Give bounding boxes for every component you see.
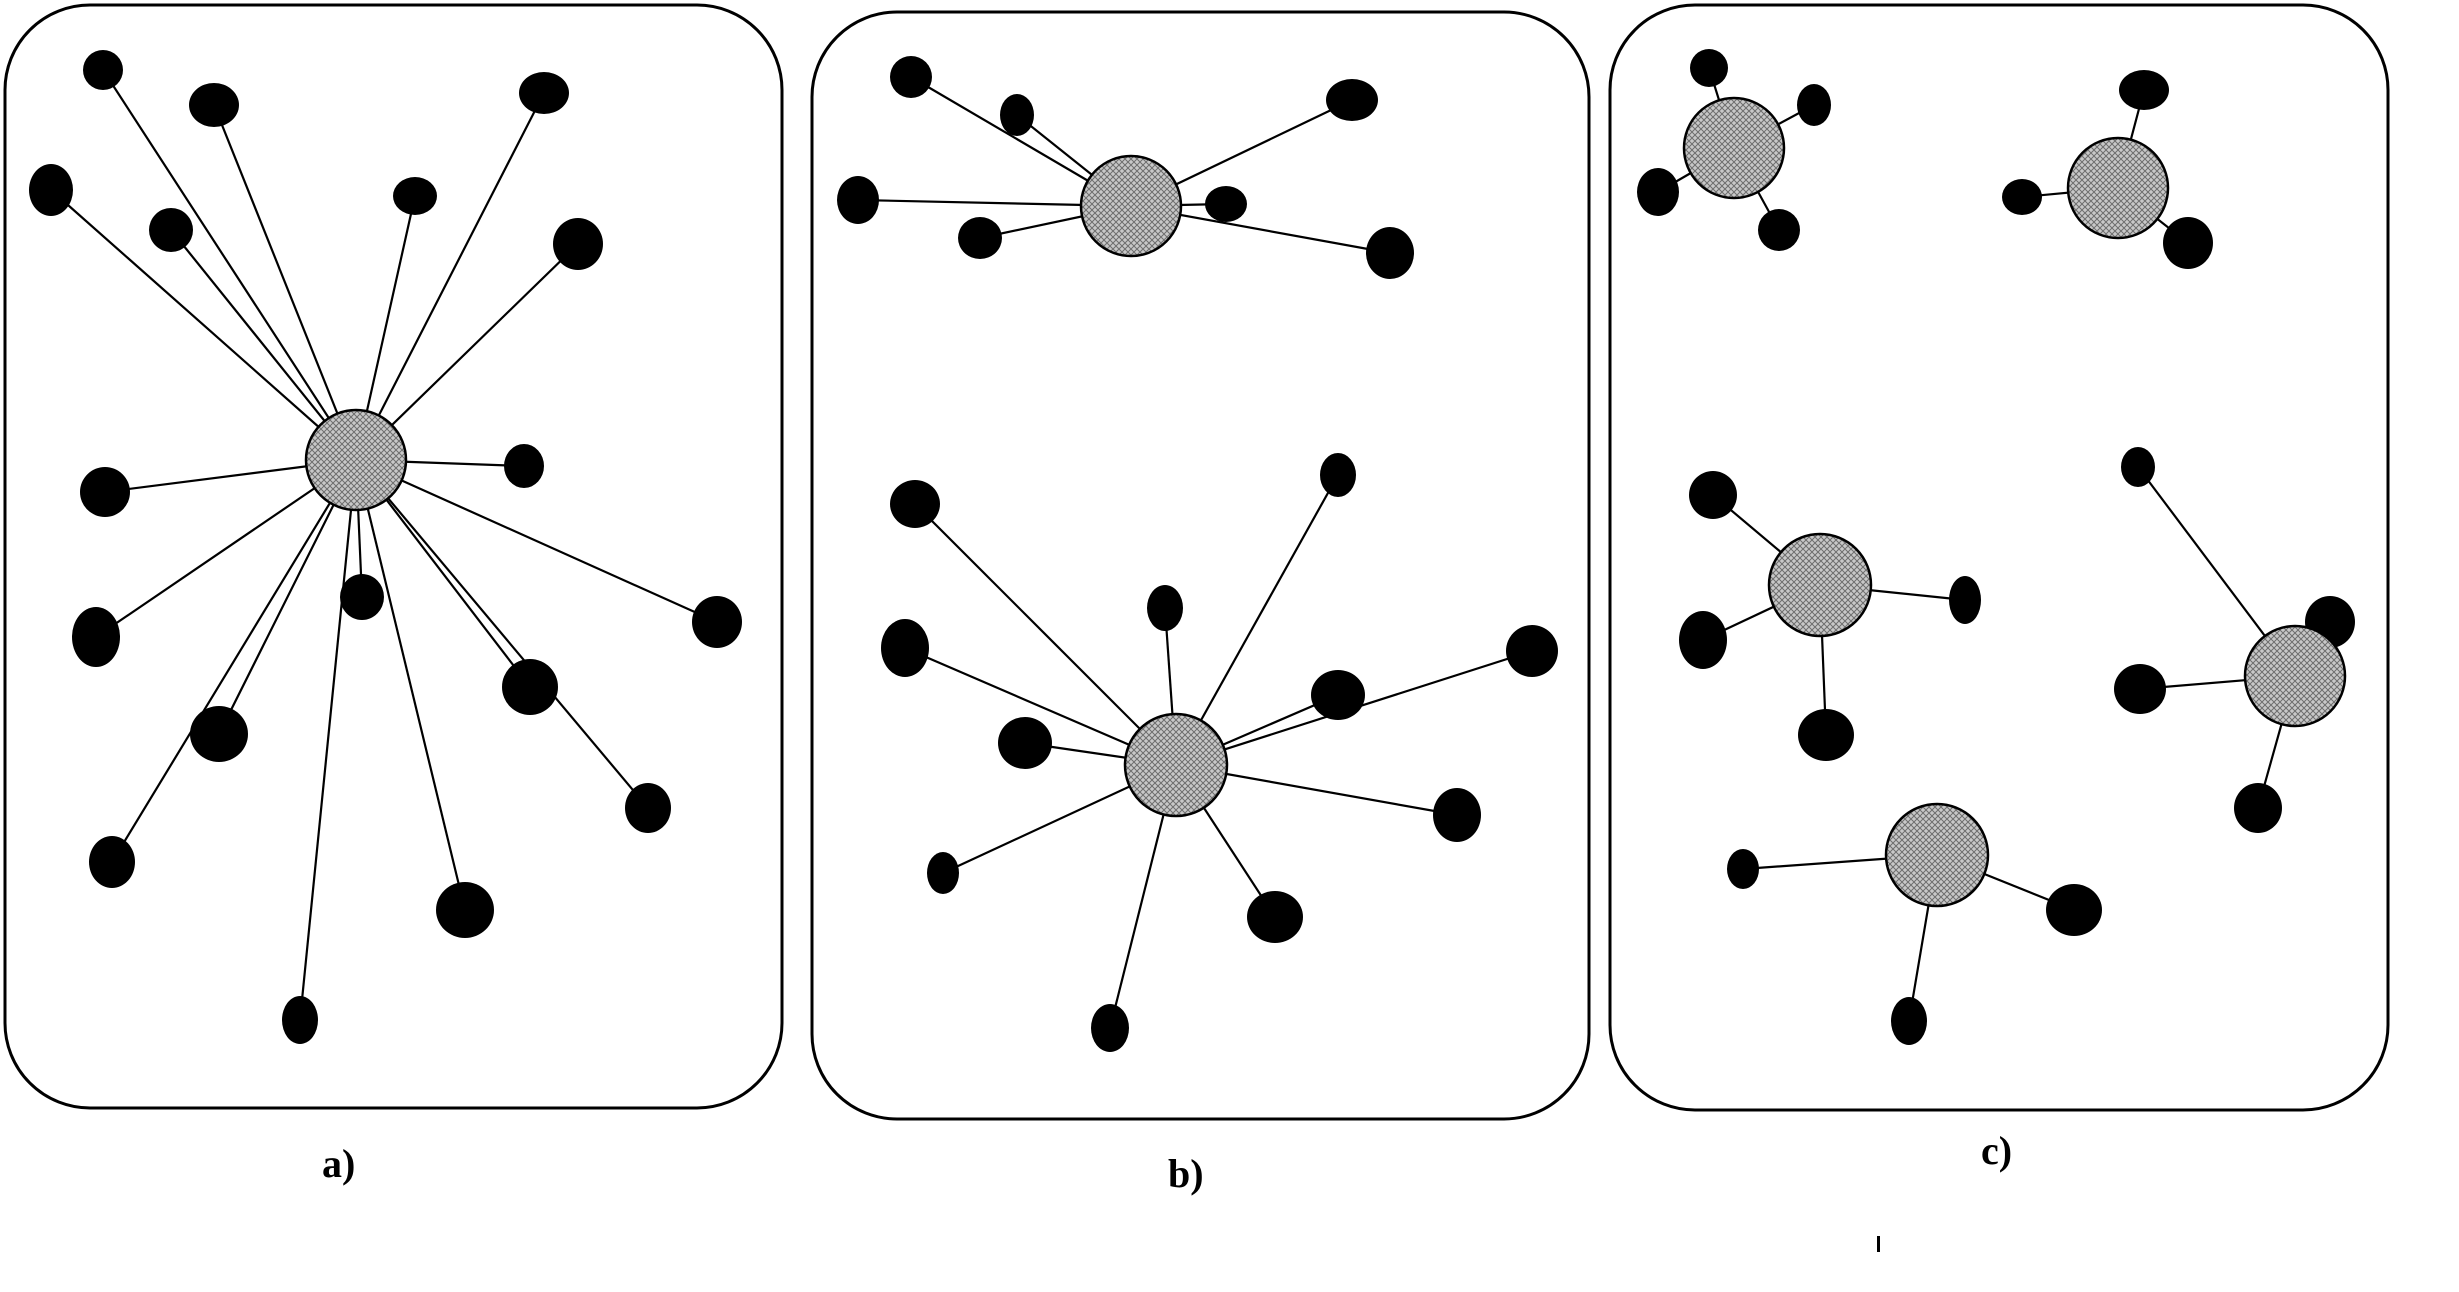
leaf-node-c-hub2-3 [2163, 217, 2213, 269]
hub-node-c-4 [2243, 624, 2347, 728]
leaf-node-c-hub3-3 [1679, 611, 1727, 669]
leaf-node-b-hub2-3 [1147, 585, 1183, 631]
leaf-node-c-hub2-1 [2119, 70, 2169, 110]
panel-c-caption: c) [1981, 1128, 2013, 1173]
leaf-node-c-hub3-2 [1949, 576, 1981, 624]
leaf-node-a-hub1-10 [72, 607, 120, 667]
edge-b-hub2-leaf2 [1175, 474, 1339, 766]
leaf-node-b-hub2-2 [1320, 453, 1356, 497]
leaf-node-a-hub1-14 [502, 659, 558, 715]
leaf-node-c-hub1-1 [1690, 49, 1728, 87]
edge-a-hub1-leaf15 [355, 459, 649, 809]
leaf-node-c-hub4-1 [2121, 447, 2155, 487]
leaf-node-a-hub1-6 [393, 177, 437, 215]
nodes [29, 49, 2355, 1052]
leaf-node-c-hub1-3 [1637, 168, 1679, 216]
edge-a-hub1-leaf1 [102, 69, 357, 461]
leaf-node-c-hub4-3 [2114, 664, 2166, 714]
leaf-node-c-hub4-4 [2234, 783, 2282, 833]
hub-node-c-3 [1767, 532, 1873, 638]
leaf-node-c-hub5-2 [2046, 884, 2102, 936]
leaf-node-b-hub2-7 [998, 717, 1052, 769]
hub-node-a-1 [304, 408, 408, 512]
leaf-node-a-hub1-16 [89, 836, 135, 888]
leaf-node-b-hub2-5 [1506, 625, 1558, 677]
edge-b-hub2-leaf1 [914, 503, 1177, 766]
hub-node-c-1 [1682, 96, 1786, 200]
edge-a-hub1-leaf17 [354, 459, 467, 911]
leaf-node-a-hub1-12 [340, 574, 384, 620]
leaf-node-a-hub1-11 [692, 596, 742, 648]
panel-b-caption: b) [1168, 1151, 1204, 1196]
leaf-node-a-hub1-1 [83, 50, 123, 90]
leaf-node-b-hub2-11 [1091, 1004, 1129, 1052]
leaf-node-c-hub1-4 [1758, 209, 1800, 251]
leaf-node-b-hub1-4 [837, 176, 879, 224]
leaf-node-b-hub1-5 [1205, 186, 1247, 222]
leaf-node-b-hub1-3 [1326, 79, 1378, 121]
leaf-node-a-hub1-15 [625, 783, 671, 833]
hub-node-b-2 [1123, 712, 1229, 818]
leaf-node-c-hub5-3 [1891, 997, 1927, 1045]
edge-a-hub1-leaf16 [111, 459, 357, 863]
leaf-node-a-hub1-9 [80, 467, 130, 517]
leaf-node-a-hub1-8 [504, 444, 544, 488]
panel-a-frame [3, 3, 784, 1110]
leaf-node-a-hub1-17 [436, 882, 494, 938]
edge-a-hub1-leaf7 [355, 243, 579, 461]
leaf-node-a-hub1-7 [553, 218, 603, 270]
leaf-node-a-hub1-18 [282, 996, 318, 1044]
edge-a-hub1-leaf2 [212, 104, 358, 461]
leaf-node-b-hub1-6 [958, 217, 1002, 259]
leaf-node-c-hub3-1 [1689, 471, 1737, 519]
panel-c-frame [1608, 3, 2390, 1112]
edge-a-hub1-leaf4 [50, 189, 357, 461]
leaf-node-a-hub1-5 [149, 208, 193, 252]
leaf-node-b-hub1-7 [1366, 227, 1414, 279]
hub-node-b-1 [1079, 154, 1183, 258]
edge-a-hub1-leaf10 [95, 459, 357, 638]
leaf-node-b-hub1-2 [1000, 94, 1034, 136]
leaf-node-b-hub2-1 [890, 480, 940, 528]
leaf-node-b-hub2-6 [1311, 670, 1365, 720]
panel-b-frame [810, 10, 1591, 1121]
panel-a-caption: a) [322, 1141, 356, 1186]
leaf-node-b-hub2-9 [927, 852, 959, 894]
hub-node-c-2 [2066, 136, 2170, 240]
leaf-node-a-hub1-13 [190, 706, 248, 762]
leaf-node-b-hub2-8 [1433, 788, 1481, 842]
leaf-node-a-hub1-3 [519, 72, 569, 114]
leaf-node-c-hub1-2 [1797, 84, 1831, 126]
edge-a-hub1-leaf11 [355, 458, 718, 624]
leaf-node-c-hub5-1 [1727, 849, 1759, 889]
leaf-node-c-hub2-2 [2002, 179, 2042, 215]
leaf-node-b-hub1-1 [890, 56, 932, 98]
edge-a-hub1-leaf3 [355, 92, 545, 461]
leaf-node-a-hub1-2 [189, 83, 239, 127]
stray-mark [1877, 1236, 1880, 1252]
leaf-node-c-hub3-4 [1798, 709, 1854, 761]
hub-node-c-5 [1884, 802, 1990, 908]
leaf-node-b-hub2-4 [881, 619, 929, 677]
edge-a-hub1-leaf18 [298, 459, 358, 1021]
leaf-node-a-hub1-4 [29, 164, 73, 216]
leaf-node-b-hub2-10 [1247, 891, 1303, 943]
